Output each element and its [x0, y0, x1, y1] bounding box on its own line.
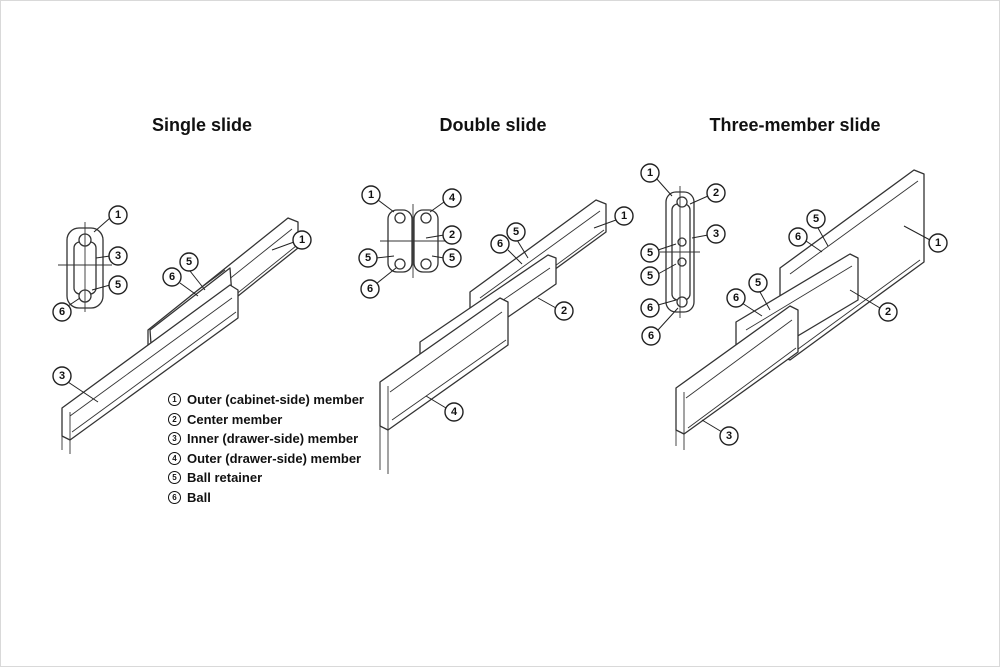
single-inner-member [61, 284, 239, 454]
legend-item-ball: 6 Ball [168, 488, 364, 508]
single-callout-6-rail: 6 [162, 267, 199, 297]
svg-text:2: 2 [561, 305, 567, 317]
svg-text:5: 5 [647, 270, 653, 282]
legend-number: 3 [168, 432, 181, 446]
legend-text: Inner (drawer-side) member [187, 431, 359, 446]
svg-text:5: 5 [755, 277, 761, 289]
legend-number: 5 [168, 471, 181, 485]
three-callout-5-section-b: 5 [640, 263, 677, 286]
legend-item-outer-drawer-member: 4 Outer (drawer-side) member [168, 449, 364, 469]
svg-text:5: 5 [365, 252, 371, 264]
three-callout-6-section-b: 6 [641, 307, 679, 346]
svg-text:5: 5 [186, 256, 192, 268]
double-callout-6-rail: 6 [490, 234, 523, 265]
double-cross-section [380, 204, 446, 278]
svg-text:1: 1 [621, 210, 627, 222]
svg-text:6: 6 [59, 306, 65, 318]
legend-item-outer-cabinet-member: 1 Outer (cabinet-side) member [168, 390, 364, 410]
single-cross-section [58, 222, 112, 312]
legend-text: Ball [187, 489, 211, 505]
three-cross-section [660, 186, 700, 318]
svg-text:6: 6 [169, 271, 175, 283]
legend-number: 4 [168, 451, 181, 465]
single-callout-5-rail: 5 [179, 252, 206, 291]
double-callout-6-section: 6 [360, 267, 397, 299]
svg-text:6: 6 [795, 231, 801, 243]
svg-text:3: 3 [713, 228, 719, 240]
heading-three-member-slide: Three-member slide [709, 115, 881, 135]
svg-text:5: 5 [647, 247, 653, 259]
single-callout-1-rail: 1 [271, 230, 312, 251]
three-callout-1-rail: 1 [903, 225, 948, 253]
svg-text:3: 3 [726, 430, 732, 442]
svg-text:6: 6 [367, 283, 373, 295]
three-callout-5-center: 5 [748, 273, 771, 311]
single-slide-drawing: 1 3 5 6 6 5 1 3 [52, 205, 312, 454]
svg-text:6: 6 [647, 302, 653, 314]
single-callout-6-section: 6 [52, 297, 81, 322]
legend-text: Outer (drawer-side) member [187, 450, 362, 466]
legend-item-inner-drawer-member: 3 Inner (drawer-side) member [168, 429, 364, 449]
svg-text:1: 1 [115, 209, 121, 221]
svg-text:3: 3 [59, 370, 65, 382]
three-callout-6-rail: 6 [788, 227, 823, 253]
single-callout-1-section: 1 [93, 205, 128, 233]
three-callout-6-section-a: 6 [640, 298, 677, 318]
three-callout-5-section-a: 5 [640, 243, 677, 263]
svg-text:6: 6 [733, 292, 739, 304]
legend-item-ball-retainer: 5 Ball retainer [168, 468, 364, 488]
svg-text:1: 1 [368, 189, 374, 201]
three-callout-3-rail: 3 [701, 419, 739, 446]
svg-text:4: 4 [449, 192, 456, 204]
three-callout-5-rail: 5 [806, 209, 829, 247]
svg-text:1: 1 [935, 237, 941, 249]
double-inner-member [379, 297, 509, 474]
three-inner-member [675, 305, 799, 450]
double-callout-5-rail: 5 [506, 222, 529, 259]
svg-text:2: 2 [885, 306, 891, 318]
three-callout-2-rail: 2 [849, 289, 898, 322]
double-callout-2-rail: 2 [537, 297, 574, 321]
single-callout-5-section: 5 [91, 275, 128, 295]
heading-single-slide: Single slide [151, 115, 253, 135]
three-callout-3-section: 3 [691, 224, 726, 244]
svg-text:1: 1 [647, 167, 653, 179]
double-callout-4-rail: 4 [425, 395, 464, 422]
legend-number: 1 [168, 393, 181, 407]
legend-text: Ball retainer [187, 470, 263, 485]
svg-text:3: 3 [115, 250, 121, 262]
legend-number: 6 [168, 490, 181, 504]
heading-double-slide: Double slide [439, 115, 547, 135]
double-callout-2-section: 2 [425, 225, 462, 245]
svg-text:6: 6 [648, 330, 654, 342]
svg-text:5: 5 [449, 252, 455, 264]
svg-text:6: 6 [497, 238, 503, 250]
svg-text:2: 2 [449, 229, 455, 241]
svg-text:5: 5 [813, 213, 819, 225]
svg-text:5: 5 [513, 226, 519, 238]
svg-text:4: 4 [451, 406, 458, 418]
legend-number: 2 [168, 412, 181, 426]
svg-text:2: 2 [713, 187, 719, 199]
double-slide-drawing: 1 4 2 5 5 6 6 5 [358, 185, 634, 474]
legend-item-center-member: 2 Center member [168, 410, 364, 430]
legend-text: Outer (cabinet-side) member [187, 392, 364, 407]
double-callout-5-section-left: 5 [358, 248, 395, 268]
single-callout-3-rail: 3 [52, 366, 99, 403]
legend-text: Center member [187, 411, 283, 427]
svg-text:1: 1 [299, 234, 305, 246]
double-callout-1-section: 1 [361, 185, 395, 213]
three-callout-2-section: 2 [689, 183, 726, 205]
double-callout-4-section: 4 [429, 188, 462, 213]
three-callout-6-center: 6 [726, 288, 763, 317]
parts-legend: 1 Outer (cabinet-side) member 2 Center m… [168, 390, 364, 507]
double-callout-1-rail: 1 [593, 206, 634, 229]
three-callout-1-section: 1 [640, 163, 673, 197]
svg-text:5: 5 [115, 279, 121, 291]
double-callout-5-section-right: 5 [431, 248, 462, 268]
three-member-slide-drawing: 1 2 3 5 5 6 6 5 [640, 163, 948, 450]
single-callout-3-section: 3 [95, 246, 128, 266]
